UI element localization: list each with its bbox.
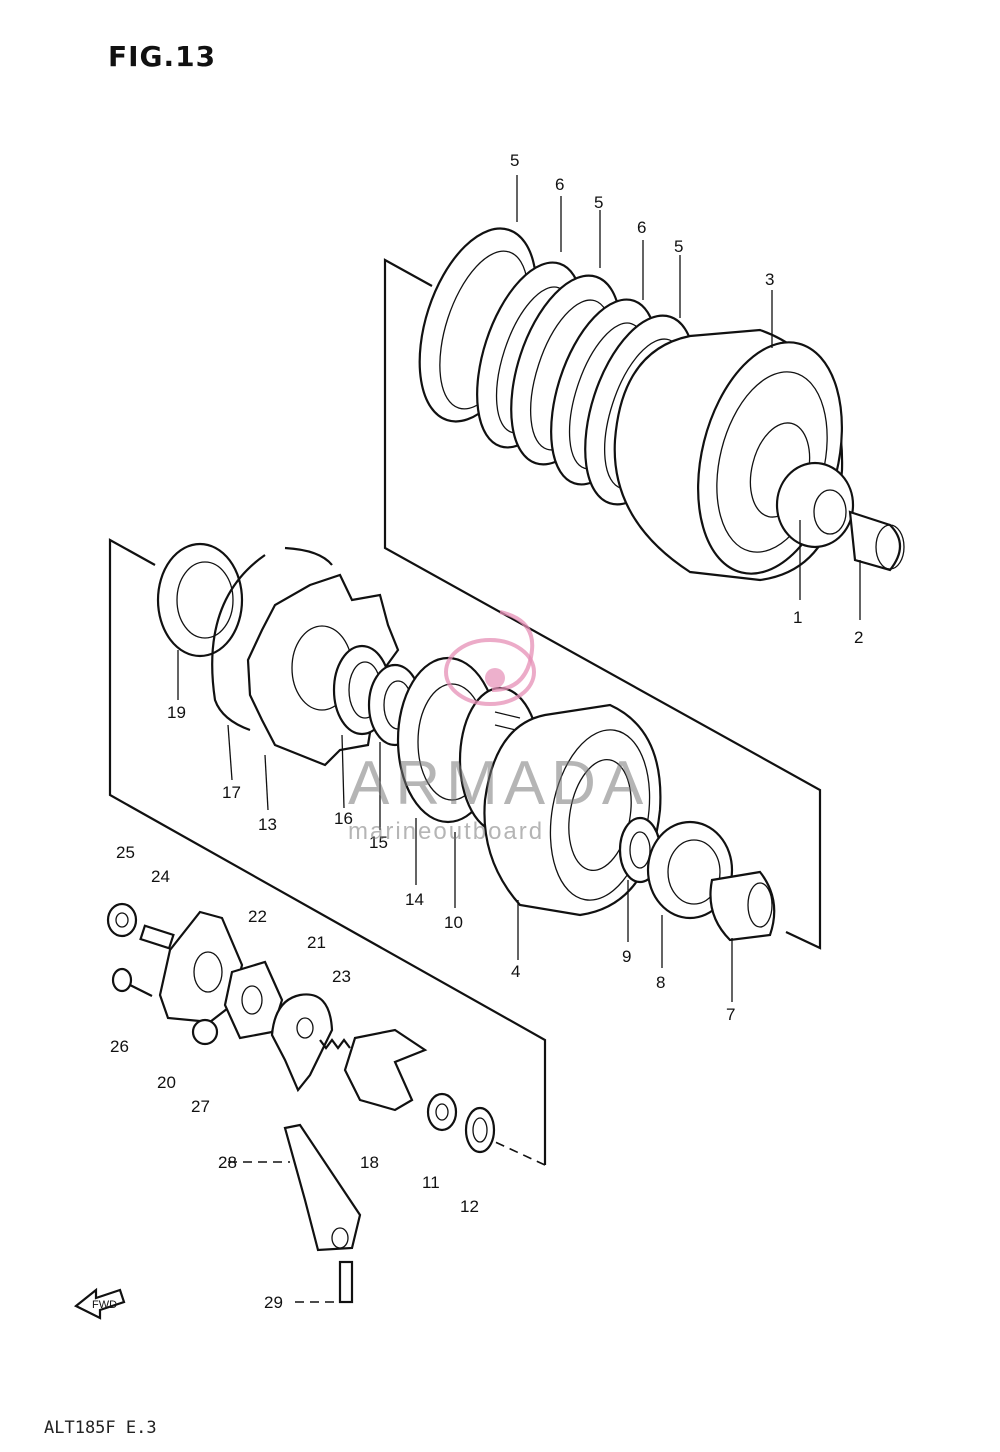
callout-13: 13 <box>258 815 277 834</box>
shift-fork-18 <box>343 1028 428 1112</box>
callout-12: 12 <box>460 1197 479 1216</box>
callout-4: 4 <box>511 962 520 981</box>
callout-6a: 6 <box>555 175 564 194</box>
callout-18: 18 <box>360 1153 379 1172</box>
watermark-subtitle: marineoutboard <box>348 818 545 845</box>
middle-assembly-frame <box>108 538 547 1165</box>
callout-8: 8 <box>656 973 665 992</box>
callout-26: 26 <box>110 1037 129 1056</box>
callout-29: 29 <box>264 1293 283 1312</box>
fwd-arrow-icon <box>73 1287 126 1320</box>
callout-16: 16 <box>334 809 353 828</box>
callout-24: 24 <box>151 867 170 886</box>
callout-9: 9 <box>622 947 631 966</box>
callout-21: 21 <box>307 933 326 952</box>
bearing-19 <box>156 542 244 658</box>
washer-12 <box>464 1106 496 1154</box>
spring-23 <box>319 1038 351 1050</box>
callout-19: 19 <box>167 703 186 722</box>
callout-leaders <box>177 175 861 1002</box>
callout-10: 10 <box>444 913 463 932</box>
lever-plate-21 <box>270 993 334 1093</box>
callout-22: 22 <box>248 907 267 926</box>
watermark-logo-icon <box>444 610 536 706</box>
callout-5a: 5 <box>510 151 519 170</box>
callout-28: 28 <box>218 1153 237 1172</box>
coupling-7 <box>709 870 776 942</box>
shift-arm-28 <box>228 1123 362 1252</box>
figure-code: ALT185F E.3 <box>44 1418 157 1438</box>
upper-assembly-frame <box>383 258 822 950</box>
callout-20: 20 <box>157 1073 176 1092</box>
nut-11 <box>426 1092 458 1132</box>
bushing-27 <box>191 1018 219 1046</box>
pin-24 <box>139 924 175 950</box>
nut-25 <box>106 902 138 938</box>
callout-14: 14 <box>405 890 424 909</box>
callout-25: 25 <box>116 843 135 862</box>
callout-1: 1 <box>793 608 802 627</box>
callout-2: 2 <box>854 628 863 647</box>
callout-5c: 5 <box>674 237 683 256</box>
callout-6b: 6 <box>637 218 646 237</box>
bolt-26 <box>111 967 153 997</box>
figure-title: FIG.13 <box>108 40 217 73</box>
watermark-brand: ARMADA <box>348 749 650 818</box>
bracket-plate-20 <box>158 910 244 1024</box>
fwd-label: FWD <box>92 1299 117 1311</box>
callout-15: 15 <box>369 833 388 852</box>
lower-assembly-frame <box>479 1134 546 1166</box>
snap-ring-17 <box>211 546 333 732</box>
callout-23: 23 <box>332 967 351 986</box>
callout-3: 3 <box>765 270 774 289</box>
callout-17: 17 <box>222 783 241 802</box>
callout-5b: 5 <box>594 193 603 212</box>
shaft-sleeve-2 <box>848 510 905 572</box>
clutch-drum-3 <box>613 328 844 582</box>
callout-11: 11 <box>422 1173 440 1192</box>
callout-27: 27 <box>191 1097 210 1116</box>
bolt-29 <box>295 1260 354 1304</box>
drive-gear-1 <box>775 461 855 549</box>
callout-7: 7 <box>726 1005 735 1024</box>
